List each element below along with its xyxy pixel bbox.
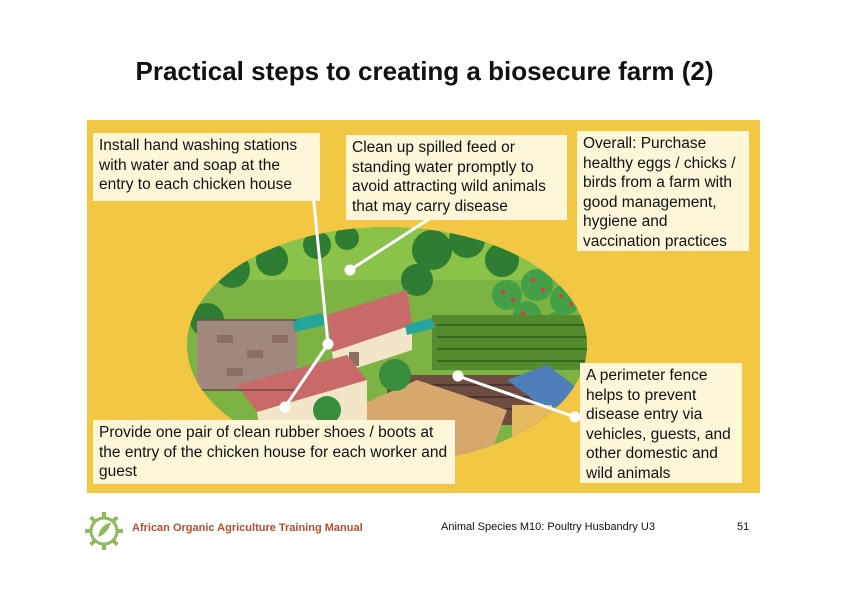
callout-pointers bbox=[279, 172, 581, 423]
footer-organization: African Organic Agriculture Training Man… bbox=[132, 522, 363, 534]
callout-hand-washing: Install hand washing stations with water… bbox=[93, 133, 320, 201]
callout-boots: Provide one pair of clean rubber shoes /… bbox=[93, 420, 455, 484]
page-number: 51 bbox=[737, 521, 750, 533]
callout-fence: A perimeter fence helps to prevent disea… bbox=[580, 363, 742, 483]
organization-logo-icon bbox=[85, 512, 123, 550]
illustration-panel: Install hand washing stations with water… bbox=[87, 120, 760, 493]
callout-spilled-feed: Clean up spilled feed or standing water … bbox=[346, 135, 567, 220]
callout-overall: Overall: Purchase healthy eggs / chicks … bbox=[577, 131, 749, 251]
page-title: Practical steps to creating a biosecure … bbox=[135, 56, 714, 86]
footer-module: Animal Species M10: Poultry Husbandry U3 bbox=[441, 521, 655, 533]
